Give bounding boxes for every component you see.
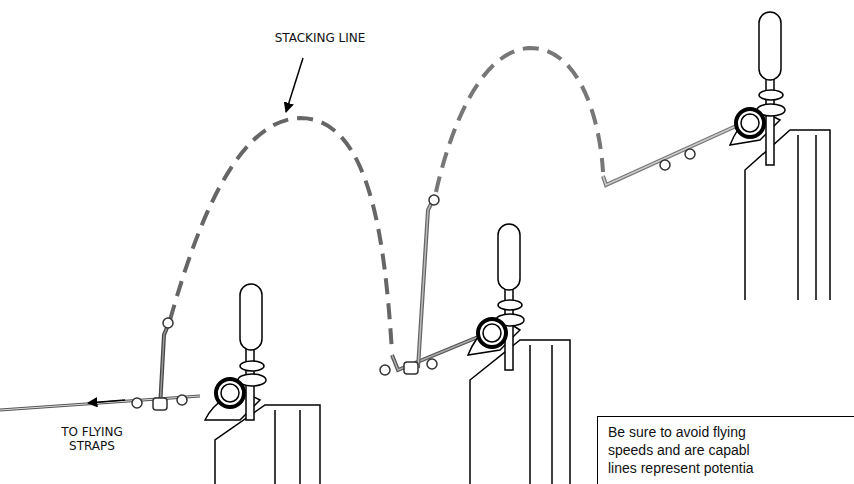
kite-spar-assembly bbox=[730, 12, 830, 300]
callout-label: STACKING LINE bbox=[258, 30, 382, 46]
note-text: Be sure to avoid flying speeds and are c… bbox=[598, 417, 780, 477]
flying-line bbox=[0, 396, 200, 410]
stacking-line bbox=[418, 200, 433, 368]
leader-line bbox=[286, 58, 303, 112]
line-label: TO FLYING STRAPS bbox=[46, 424, 138, 454]
stacking-line bbox=[160, 325, 168, 408]
stacking-line-dashed bbox=[170, 118, 392, 352]
kite-spar-assembly bbox=[205, 284, 320, 484]
kite-spar-assembly bbox=[468, 224, 570, 484]
note-box: Be sure to avoid flying speeds and are c… bbox=[597, 416, 854, 484]
direction-arrow bbox=[88, 400, 125, 403]
knots bbox=[132, 149, 695, 410]
stacking-line-dashed bbox=[436, 48, 603, 192]
stacking-line bbox=[603, 122, 745, 185]
